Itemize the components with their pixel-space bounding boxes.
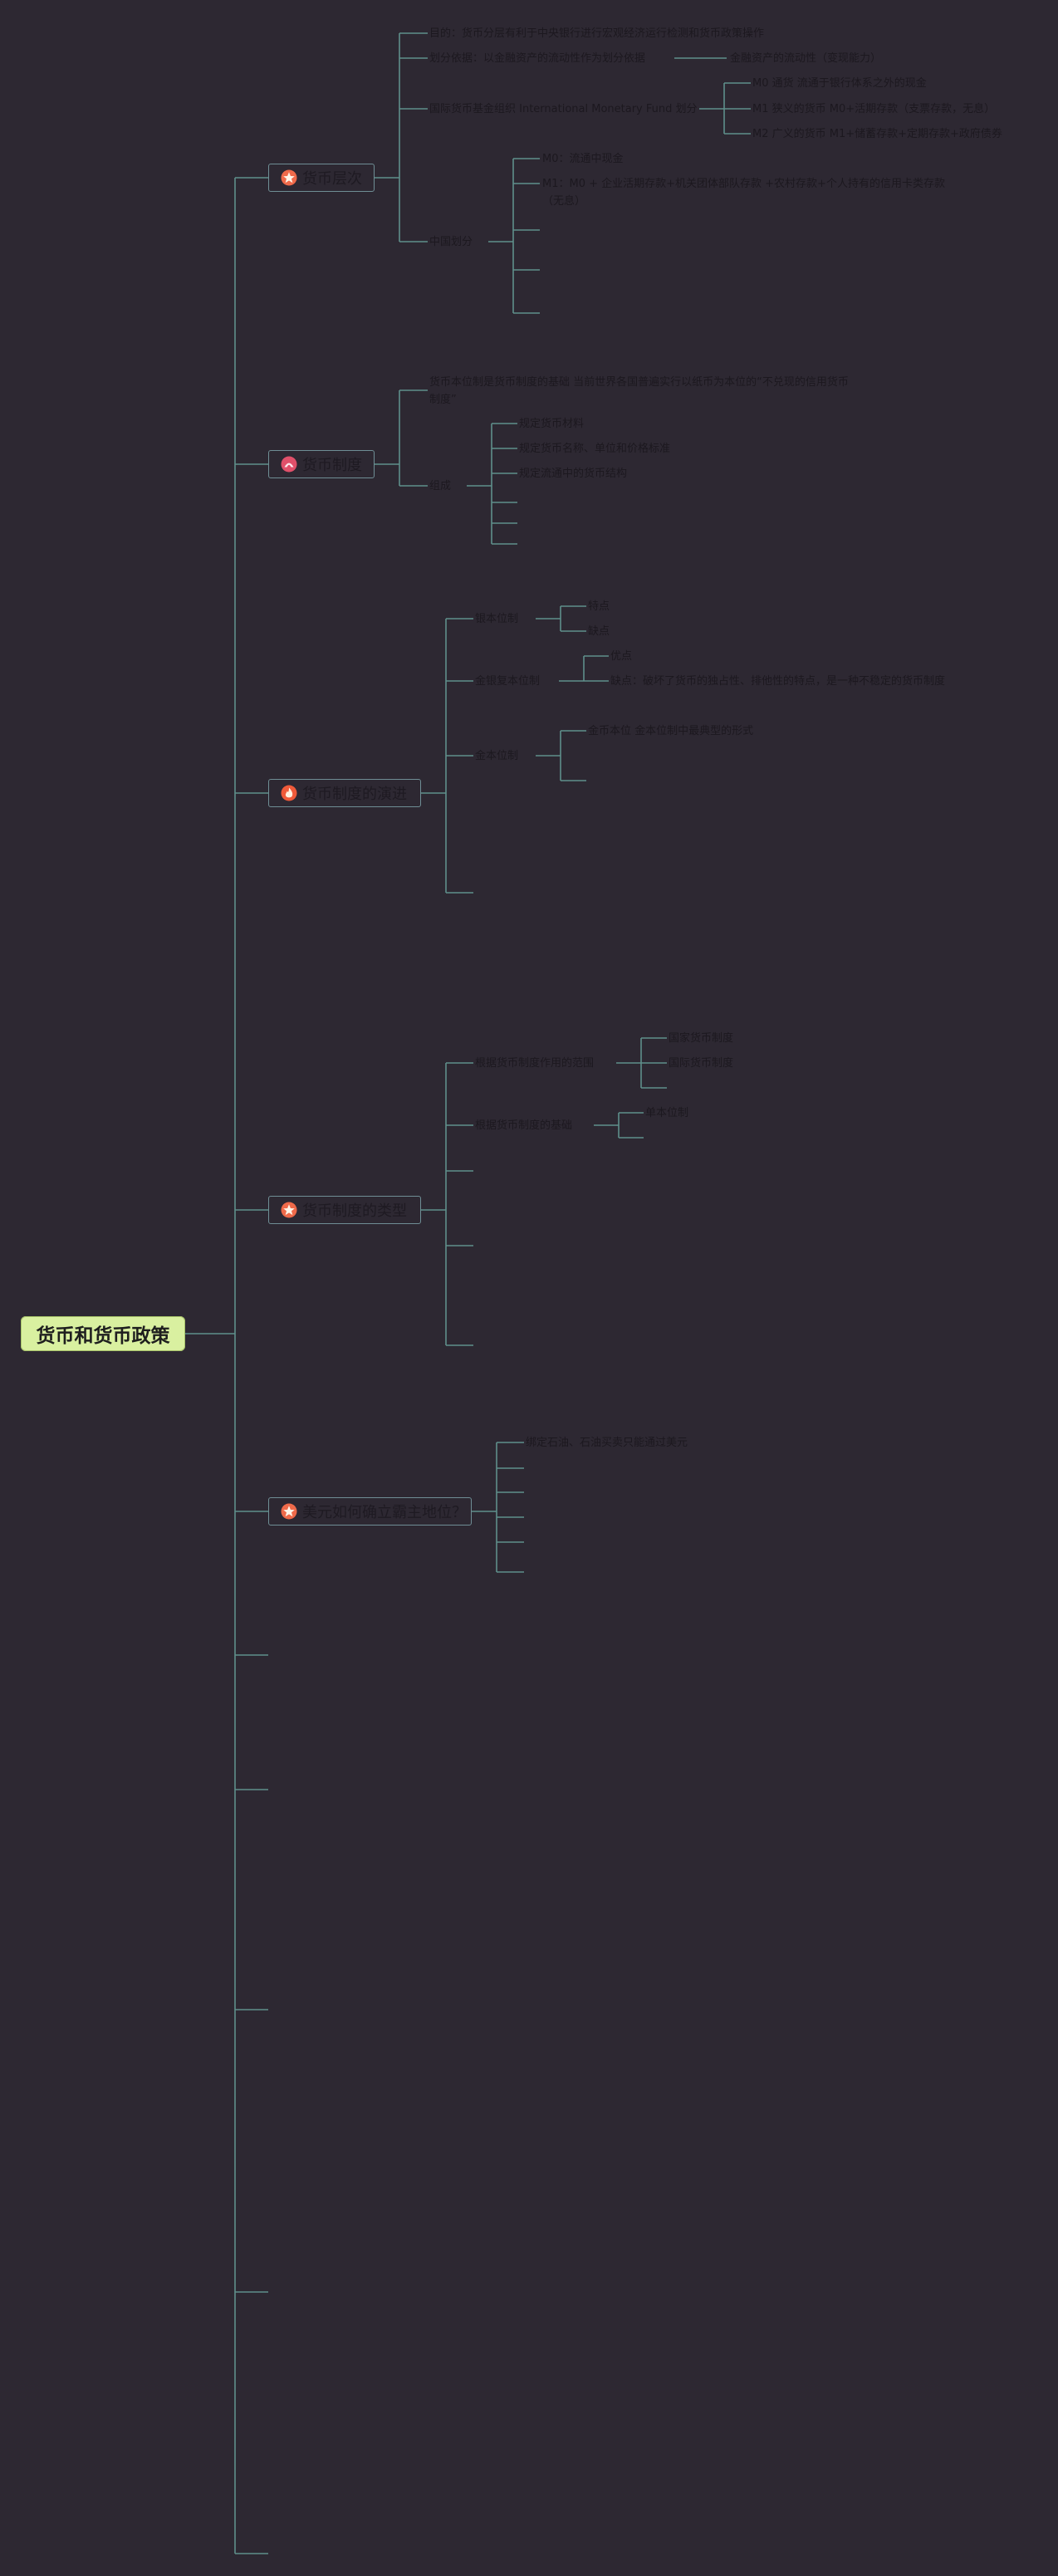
topic-monetary-system[interactable]: 货币制度 [268,450,375,478]
node-oil-binding[interactable]: 绑定石油、石油买卖只能通过美元 [526,1437,688,1449]
node-imf-m1[interactable]: M1 狭义的货币 M0+活期存款（支票存款，无息） [752,103,996,115]
star-icon [281,1202,297,1218]
node-china-m1[interactable]: M1：M0 + 企业活期存款+机关团体部队存款 +农村存款+个人持有的信用卡类存… [542,178,945,208]
node-composition[interactable]: 组成 [429,480,452,492]
node-money-name-unit[interactable]: 规定货币名称、单位和价格标准 [519,443,671,455]
node-china-division[interactable]: 中国划分 [429,236,473,248]
node-bimetallic-merit[interactable]: 优点 [610,650,633,663]
star-icon [281,169,297,186]
node-money-structure[interactable]: 规定流通中的货币结构 [519,468,628,480]
node-national-system[interactable]: 国家货币制度 [669,1032,734,1045]
node-gold-standard[interactable]: 金本位制 [475,750,519,762]
node-by-basis[interactable]: 根据货币制度的基础 [475,1119,573,1132]
node-gold-coin[interactable]: 金币本位 金本位制中最典型的形式 [588,725,754,737]
node-bimetallic-defect[interactable]: 缺点：破坏了货币的独占性、排他性的特点，是一种不稳定的货币制度 [610,675,946,688]
root-node[interactable]: 货币和货币政策 [21,1316,185,1351]
node-mono-standard[interactable]: 单本位制 [645,1107,689,1119]
topic-label: 货币层次 [302,170,362,188]
topic-label: 美元如何确立霸主地位？ [302,1504,467,1521]
node-imf-division[interactable]: 国际货币基金组织 International Monetary Fund 划分 [429,103,698,115]
topic-label: 货币制度的类型 [302,1202,407,1220]
node-imf-m2[interactable]: M2 广义的货币 M1+储蓄存款+定期存款+政府债券 [752,128,1002,140]
topic-dollar-hegemony[interactable]: 美元如何确立霸主地位？ [268,1497,472,1526]
star-icon [281,1503,297,1520]
node-bimetallic[interactable]: 金银复本位制 [475,675,541,688]
fire-icon [281,785,297,801]
topic-label: 货币制度 [302,457,362,474]
topic-label: 货币制度的演进 [302,786,407,803]
node-international-system[interactable]: 国际货币制度 [669,1057,734,1070]
node-standard-basis[interactable]: 货币本位制是货币制度的基础 当前世界各国普遍实行以纸币为本位的“不兑现的信用货币… [429,376,849,406]
topic-system-types[interactable]: 货币制度的类型 [268,1196,421,1224]
lotus-icon [281,456,297,473]
topic-money-levels[interactable]: 货币层次 [268,164,375,192]
node-liquidity[interactable]: 金融资产的流动性（变现能力） [730,52,882,65]
node-imf-m0[interactable]: M0 通货 流通于银行体系之外的现金 [752,77,927,90]
node-china-m0[interactable]: M0：流通中现金 [542,153,624,165]
node-silver-standard[interactable]: 银本位制 [475,613,519,625]
node-silver-defect[interactable]: 缺点 [588,625,610,638]
node-purpose[interactable]: 目的：货币分层有利于中央银行进行宏观经济运行检测和货币政策操作 [429,27,765,40]
node-division-basis[interactable]: 划分依据：以金融资产的流动性作为划分依据 [429,52,646,65]
node-money-material[interactable]: 规定货币材料 [519,418,585,430]
node-silver-feature[interactable]: 特点 [588,600,610,613]
node-by-scope[interactable]: 根据货币制度作用的范围 [475,1057,595,1070]
topic-system-evolution[interactable]: 货币制度的演进 [268,779,421,807]
